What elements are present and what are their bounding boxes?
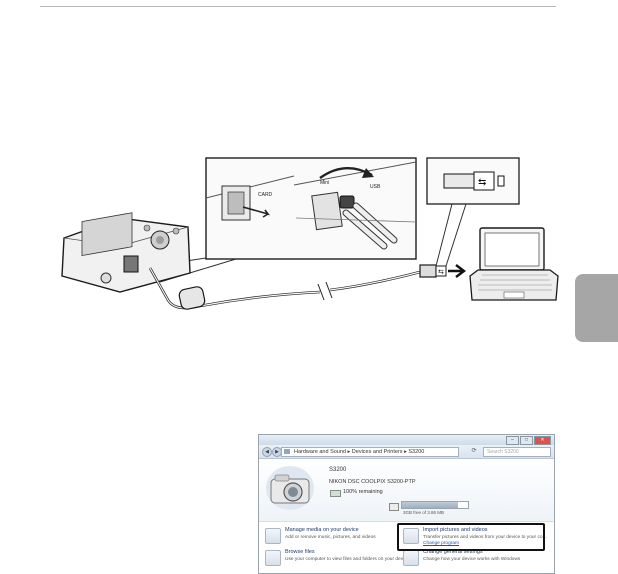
window-titlebar: – □ ✕ (259, 435, 554, 445)
storage-bar (401, 501, 469, 509)
settings-icon (403, 550, 419, 566)
callout-label-card: CARD (258, 192, 273, 198)
side-tab (575, 274, 618, 342)
callout-label-usb: USB (370, 184, 381, 190)
task-title: Browse files (285, 549, 315, 555)
import-highlight-box (397, 523, 545, 551)
connector-cover (311, 191, 343, 231)
back-icon[interactable]: ◀ (262, 447, 272, 457)
port-icon (339, 195, 355, 209)
refresh-icon[interactable]: ⟳ (471, 448, 477, 454)
folder-icon (265, 550, 281, 566)
task-title: Change general settings (423, 549, 483, 555)
connection-figure: CARD Mini USB ⇆ ⇆ (61, 157, 559, 310)
device-name: S3200 (329, 467, 347, 473)
task-desc: Change how your device works with Window… (423, 557, 521, 562)
task-manage-media[interactable]: Manage media on your device Add or remov… (261, 526, 401, 548)
usb-symbol-icon: ⇆ (438, 269, 444, 276)
maximize-button[interactable]: □ (520, 436, 533, 445)
task-import-pictures[interactable]: Import pictures and videos Transfer pict… (399, 526, 549, 548)
change-program-link[interactable]: Change program (423, 541, 459, 546)
task-title: Manage media on your device (285, 527, 359, 533)
device-pane: S3200 NIKON DSC COOLPIX S3200-PTP 100% r… (259, 459, 554, 521)
devices-window: – □ ✕ ◀ ▶ Hardware and Sound ▸ Devices a… (258, 434, 555, 574)
task-title: Import pictures and videos (423, 527, 488, 533)
usb-plug-icon: ⇆ (419, 264, 466, 278)
task-desc: Add or remove music, pictures, and video… (285, 535, 376, 540)
task-change-settings[interactable]: Change general settings Change how your … (399, 548, 549, 570)
task-desc: Transfer pictures and videos from your d… (423, 535, 548, 540)
task-browse-files[interactable]: Browse files Use your computer to view f… (261, 548, 409, 570)
control-panel-icon (284, 449, 290, 454)
storage-icon (389, 503, 399, 511)
breadcrumb: Hardware and Sound ▸ Devices and Printer… (294, 449, 425, 455)
minimize-button[interactable]: – (506, 436, 519, 445)
battery-status: 100% remaining (343, 489, 383, 495)
slide-arrow-icon (242, 206, 271, 218)
address-bar[interactable]: Hardware and Sound ▸ Devices and Printer… (281, 447, 459, 457)
camera-icon (61, 212, 191, 293)
svg-text:⇆: ⇆ (478, 177, 486, 188)
address-row: ◀ ▶ Hardware and Sound ▸ Devices and Pri… (259, 445, 554, 459)
task-desc: Use your computer to view files and fold… (285, 557, 410, 562)
storage-fill (402, 502, 459, 508)
battery-icon (330, 490, 341, 497)
storage-status: 3GB free of 3.86 MB (403, 510, 445, 515)
import-icon (403, 528, 419, 544)
search-placeholder: Search S3200 (487, 449, 519, 455)
media-icon (265, 528, 281, 544)
camera-icon (266, 466, 314, 510)
search-input[interactable]: Search S3200 (483, 447, 551, 457)
device-model: NIKON DSC COOLPIX S3200-PTP (329, 479, 416, 485)
device-tasks: Manage media on your device Add or remov… (259, 521, 554, 573)
header-rule (40, 6, 556, 7)
ferrite-core-icon (178, 286, 206, 310)
close-button[interactable]: ✕ (534, 436, 551, 445)
callout-label-mini: Mini (320, 180, 329, 186)
laptop-icon (469, 227, 559, 301)
